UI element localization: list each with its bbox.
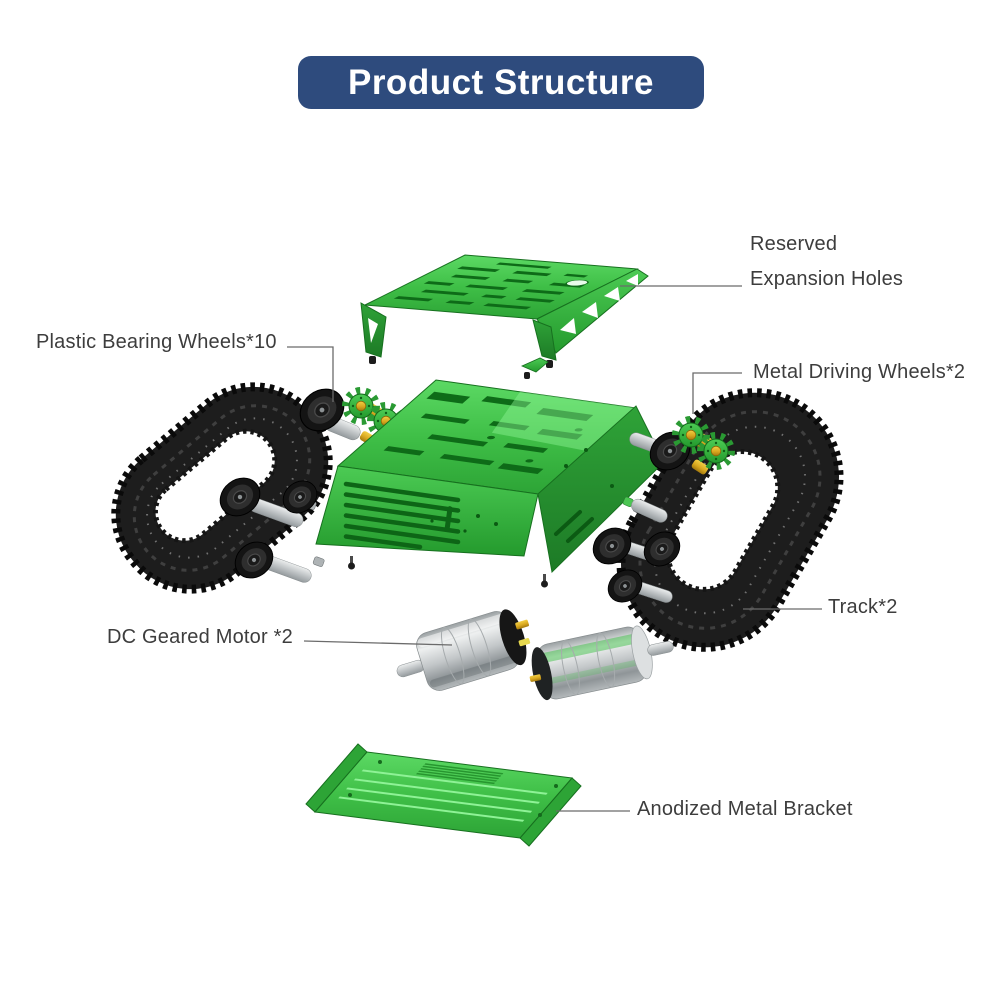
- expansion-plate: [360, 254, 649, 368]
- dc-motor-right: [529, 625, 674, 701]
- label-reserved-line2: Expansion Holes: [750, 268, 904, 290]
- dc-motor-left: [396, 609, 531, 691]
- metal-driving-wheel: [346, 391, 377, 422]
- label-reserved-expansion-holes: Reserved Expansion Holes: [750, 233, 903, 291]
- label-reserved-line1: Reserved: [750, 233, 838, 255]
- leader-plastic-bearing-wheels: [287, 346, 334, 402]
- left-wheel-cluster: [212, 379, 402, 586]
- label-track: Track*2: [828, 596, 898, 618]
- plate-screw: [369, 356, 376, 364]
- anodized-bracket: [305, 743, 582, 847]
- label-plastic-bearing-wheels: Plastic Bearing Wheels*10: [36, 331, 277, 353]
- label-anodized-metal-bracket: Anodized Metal Bracket: [637, 798, 853, 820]
- right-wheel-cluster: [585, 420, 731, 610]
- chassis-screws: [348, 556, 635, 598]
- leader-dc-geared-motor: [303, 640, 453, 646]
- label-dc-geared-motor: DC Geared Motor *2: [107, 626, 293, 648]
- leader-lines: [287, 285, 822, 812]
- label-metal-driving-wheels: Metal Driving Wheels*2: [753, 361, 966, 383]
- main-chassis: [315, 357, 665, 598]
- page-title: Product Structure: [298, 56, 704, 109]
- leader-metal-driving-wheels: [692, 372, 742, 414]
